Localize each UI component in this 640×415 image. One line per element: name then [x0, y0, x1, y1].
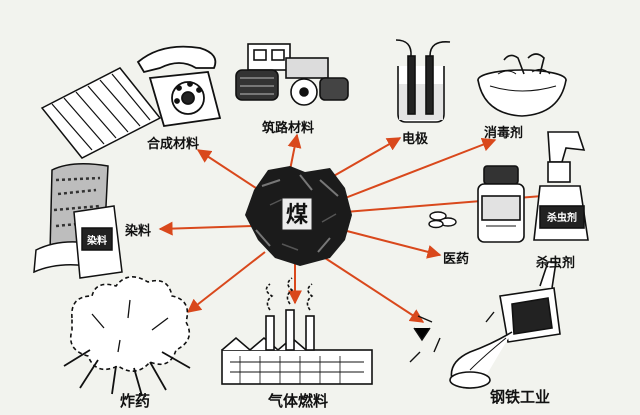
road-roller-icon — [235, 43, 349, 106]
label-electrode: 电极 — [402, 132, 429, 147]
label-medicine: 医药 — [443, 252, 470, 267]
coal-label-box — [281, 197, 313, 231]
label-disinfectant: 消毒剂 — [484, 126, 524, 141]
arrow-explosive — [186, 251, 266, 313]
spray-bottle-label: 杀虫剂 — [547, 211, 577, 224]
label-insecticide: 杀虫剂 — [536, 256, 576, 271]
electrolysis-beaker-icon — [395, 39, 451, 123]
medicine-bottle-icon — [477, 165, 525, 243]
arrow-medicine — [342, 229, 442, 259]
arrow-disinfectant — [339, 138, 497, 201]
molten-steel-icon — [409, 261, 561, 389]
dye-bag-label: 染料 — [86, 234, 107, 247]
telephone-icon — [136, 45, 222, 128]
label-explosive: 炸药 — [120, 392, 151, 410]
label-dye: 染料 — [125, 224, 152, 239]
corrugated-sheet-icon — [40, 67, 162, 159]
coal-lump-icon: 煤 — [245, 166, 352, 266]
arrow-dye — [158, 221, 253, 236]
label-gas-fuel: 气体燃料 — [268, 392, 329, 410]
arrow-steel-industry — [324, 257, 425, 323]
dye-bag-icon: 染料 — [73, 205, 123, 279]
label-steel-industry: 钢铁工业 — [490, 388, 551, 406]
arrow-synthetic-materials — [196, 149, 263, 193]
factory-icon — [221, 277, 373, 385]
label-synthetic-materials: 合成材料 — [147, 137, 200, 152]
label-road-materials: 筑路材料 — [262, 121, 315, 136]
explosion-icon — [63, 276, 191, 397]
spray-bottle-icon: 杀虫剂 — [533, 131, 589, 241]
pills-icon — [428, 211, 457, 229]
wash-basin-icon — [477, 53, 567, 117]
coal-label: 煤 — [286, 202, 308, 228]
